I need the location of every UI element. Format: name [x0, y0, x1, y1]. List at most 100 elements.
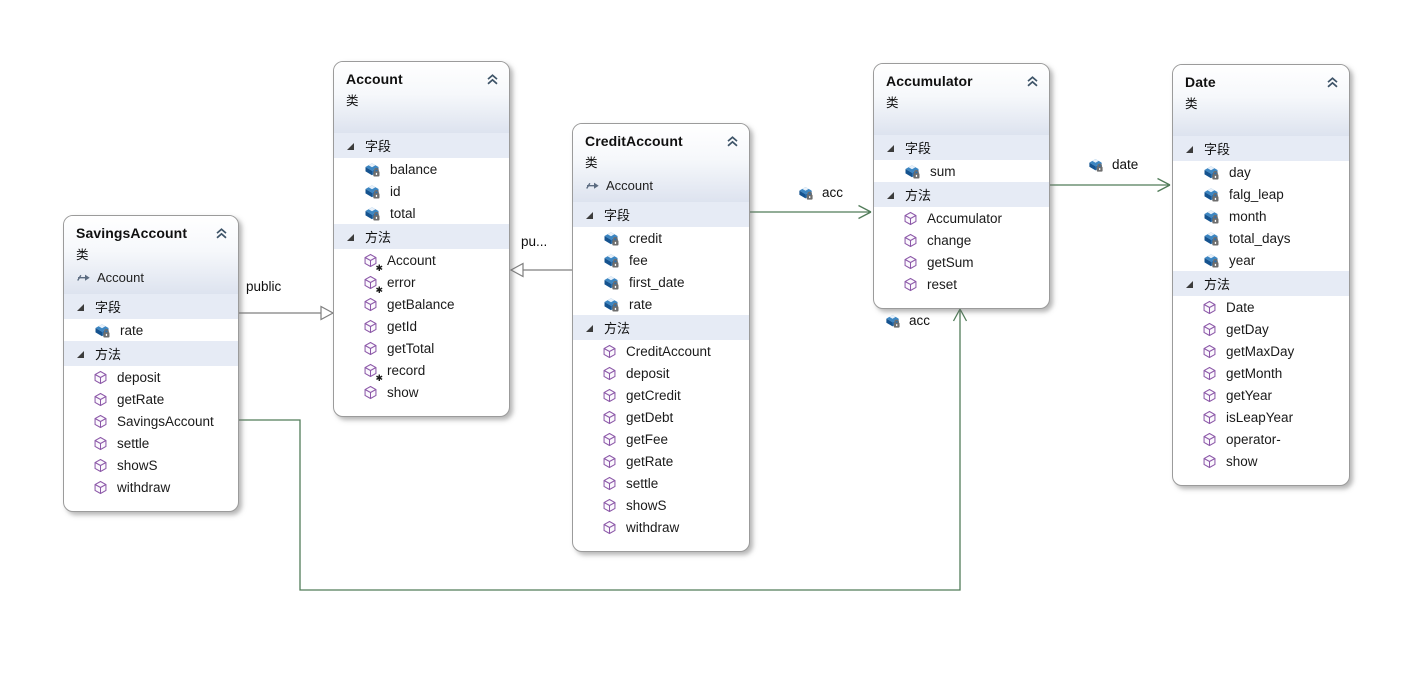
field-row[interactable]: id	[334, 180, 509, 202]
method-row[interactable]: getRate	[573, 450, 749, 472]
section-header-fields[interactable]: 字段	[64, 294, 238, 319]
section-header-fields[interactable]: 字段	[874, 135, 1049, 160]
method-row[interactable]: showS	[573, 494, 749, 516]
section-label: 字段	[95, 300, 122, 315]
member-name: record	[387, 362, 426, 378]
method-row[interactable]: getMaxDay	[1173, 340, 1349, 362]
member-name: Account	[387, 252, 436, 268]
method-row[interactable]: show	[1173, 450, 1349, 472]
class-title: SavingsAccount	[76, 225, 188, 241]
class-header[interactable]: SavingsAccount 类 Account	[64, 216, 238, 294]
method-row[interactable]: change	[874, 229, 1049, 251]
field-row[interactable]: falg_leap	[1173, 183, 1349, 205]
field-row[interactable]: credit	[573, 227, 749, 249]
method-row[interactable]: ✱ record	[334, 359, 509, 382]
collapse-chevron-icon[interactable]	[1325, 75, 1340, 90]
method-row[interactable]: SavingsAccount	[64, 410, 238, 432]
private-field-icon	[363, 182, 381, 200]
section-header-fields[interactable]: 字段	[334, 133, 509, 158]
expander-icon	[347, 143, 354, 150]
member-name: withdraw	[626, 519, 680, 535]
method-row[interactable]: getDebt	[573, 406, 749, 428]
section-label: 字段	[905, 141, 932, 156]
class-box-account[interactable]: Account 类 字段 balance id total 方法 ✱ Accou…	[333, 61, 510, 417]
section-header-fields[interactable]: 字段	[573, 202, 749, 227]
method-row[interactable]: withdraw	[573, 516, 749, 538]
connector-label-acc[interactable]: acc	[797, 184, 843, 201]
method-row[interactable]: getSum	[874, 251, 1049, 273]
method-row[interactable]: getTotal	[334, 337, 509, 359]
field-row[interactable]: day	[1173, 161, 1349, 183]
field-row[interactable]: first_date	[573, 271, 749, 293]
method-icon	[1202, 432, 1217, 447]
private-field-icon	[903, 162, 921, 180]
field-row[interactable]: sum	[874, 160, 1049, 182]
class-header[interactable]: Account 类	[334, 62, 509, 133]
section-header-methods[interactable]: 方法	[1173, 271, 1349, 296]
class-header[interactable]: Date 类	[1173, 65, 1349, 136]
method-row[interactable]: getCredit	[573, 384, 749, 406]
method-row[interactable]: settle	[64, 432, 238, 454]
method-row[interactable]: CreditAccount	[573, 340, 749, 362]
class-box-accumulator[interactable]: Accumulator 类 字段 sum 方法 Accumulator chan…	[873, 63, 1050, 309]
section-label: 方法	[1204, 277, 1231, 292]
connector-label-public[interactable]: public	[246, 279, 281, 294]
member-name: error	[387, 274, 416, 290]
method-row[interactable]: ✱ error	[334, 271, 509, 294]
collapse-chevron-icon[interactable]	[485, 72, 500, 87]
connector-label-text: public	[246, 279, 282, 294]
field-row[interactable]: total	[334, 202, 509, 224]
member-name: month	[1229, 208, 1267, 224]
collapse-chevron-icon[interactable]	[725, 134, 740, 149]
connector-label-date[interactable]: date	[1087, 156, 1138, 173]
field-row[interactable]: month	[1173, 205, 1349, 227]
method-row[interactable]: getId	[334, 315, 509, 337]
class-box-creditaccount[interactable]: CreditAccount 类 Account 字段 credit fee fi…	[572, 123, 750, 552]
class-box-savingsaccount[interactable]: SavingsAccount 类 Account 字段 rate 方法 depo…	[63, 215, 239, 512]
method-row[interactable]: show	[334, 381, 509, 403]
method-row[interactable]: getRate	[64, 388, 238, 410]
method-row[interactable]: showS	[64, 454, 238, 476]
member-name: CreditAccount	[626, 343, 711, 359]
method-icon	[602, 388, 617, 403]
member-name: isLeapYear	[1226, 409, 1294, 425]
method-row[interactable]: isLeapYear	[1173, 406, 1349, 428]
class-box-date[interactable]: Date 类 字段 day falg_leap month total_days…	[1172, 64, 1350, 486]
private-field-icon	[884, 312, 901, 329]
method-row[interactable]: getYear	[1173, 384, 1349, 406]
field-row[interactable]: balance	[334, 158, 509, 180]
field-row[interactable]: rate	[573, 293, 749, 315]
section-header-methods[interactable]: 方法	[64, 341, 238, 366]
field-row[interactable]: rate	[64, 319, 238, 341]
class-header[interactable]: Accumulator 类	[874, 64, 1049, 135]
method-row[interactable]: getDay	[1173, 318, 1349, 340]
collapse-chevron-icon[interactable]	[1025, 74, 1040, 89]
method-row[interactable]: getFee	[573, 428, 749, 450]
collapse-chevron-icon[interactable]	[214, 226, 229, 241]
method-row[interactable]: reset	[874, 273, 1049, 295]
class-header[interactable]: CreditAccount 类 Account	[573, 124, 749, 202]
method-row[interactable]: Date	[1173, 296, 1349, 318]
connector-label-pu[interactable]: pu...	[521, 234, 547, 249]
section-header-methods[interactable]: 方法	[334, 224, 509, 249]
method-row[interactable]: ✱ Account	[334, 249, 509, 272]
expander-icon	[77, 351, 84, 358]
method-row[interactable]: getBalance	[334, 293, 509, 315]
method-icon	[1202, 388, 1217, 403]
method-row[interactable]: deposit	[64, 366, 238, 388]
member-name: total_days	[1229, 230, 1291, 246]
method-row[interactable]: withdraw	[64, 476, 238, 498]
section-header-methods[interactable]: 方法	[573, 315, 749, 340]
inherits-arrow-icon	[76, 270, 91, 285]
field-row[interactable]: total_days	[1173, 227, 1349, 249]
field-row[interactable]: fee	[573, 249, 749, 271]
section-header-methods[interactable]: 方法	[874, 182, 1049, 207]
method-row[interactable]: getMonth	[1173, 362, 1349, 384]
section-header-fields[interactable]: 字段	[1173, 136, 1349, 161]
field-row[interactable]: year	[1173, 249, 1349, 271]
connector-label-acc-2[interactable]: acc	[884, 312, 930, 329]
method-row[interactable]: operator-	[1173, 428, 1349, 450]
method-row[interactable]: settle	[573, 472, 749, 494]
method-row[interactable]: deposit	[573, 362, 749, 384]
method-row[interactable]: Accumulator	[874, 207, 1049, 229]
